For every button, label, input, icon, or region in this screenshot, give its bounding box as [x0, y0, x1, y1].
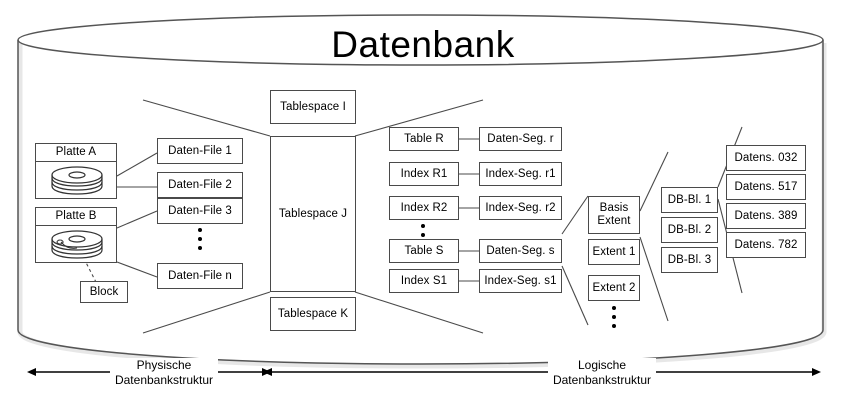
database-cylinder	[17, 14, 824, 365]
object-table-s[interactable]: Table S	[389, 239, 459, 263]
extent-1[interactable]: Extent 1	[588, 239, 640, 265]
segment-index-r2[interactable]: Index-Seg. r2	[479, 196, 562, 220]
tablespace-j[interactable]: Tablespace J	[270, 136, 356, 292]
tablespace-i[interactable]: Tablespace I	[270, 90, 356, 124]
record-032[interactable]: Datens. 032	[726, 145, 806, 171]
daten-file-1[interactable]: Daten-File 1	[157, 138, 243, 164]
extent-ellipsis	[612, 306, 616, 328]
db-block-2[interactable]: DB-Bl. 2	[661, 217, 718, 243]
record-782[interactable]: Datens. 782	[726, 232, 806, 258]
footer-label-physical: Physische Datenbankstruktur	[110, 358, 218, 388]
connector-group-extent-blocks	[639, 151, 669, 322]
daten-file-n[interactable]: Daten-File n	[157, 263, 243, 289]
segment-daten-s[interactable]: Daten-Seg. s	[479, 239, 562, 263]
disk-platte-b-label: Platte B	[36, 208, 116, 226]
tablespace-k[interactable]: Tablespace K	[270, 297, 356, 331]
footer-label-logical: Logische Datenbankstruktur	[548, 358, 656, 388]
disk-icon-b	[51, 230, 103, 259]
connector-group-tablespace-objects	[354, 99, 484, 334]
connector-group-object-segment	[459, 138, 479, 282]
db-block-3[interactable]: DB-Bl. 3	[661, 247, 718, 273]
daten-file-2[interactable]: Daten-File 2	[157, 172, 243, 198]
page-title: Datenbank	[331, 24, 515, 65]
daten-file-3[interactable]: Daten-File 3	[157, 198, 243, 224]
object-index-s1[interactable]: Index S1	[389, 269, 459, 293]
disk-platte-a[interactable]: Platte A	[35, 143, 117, 199]
segment-index-s1[interactable]: Index-Seg. s1	[479, 269, 562, 293]
object-index-r2[interactable]: Index R2	[389, 196, 459, 220]
record-517[interactable]: Datens. 517	[726, 174, 806, 200]
extent-2[interactable]: Extent 2	[588, 275, 640, 301]
object-table-r[interactable]: Table R	[389, 127, 459, 151]
extent-basis[interactable]: Basis Extent	[588, 196, 640, 234]
daten-file-ellipsis	[198, 228, 202, 250]
block-box[interactable]: Block	[80, 281, 128, 303]
disk-platte-a-label: Platte A	[36, 144, 116, 162]
object-index-r1[interactable]: Index R1	[389, 162, 459, 186]
db-block-1[interactable]: DB-Bl. 1	[661, 187, 718, 213]
connector-group-segment-extents	[561, 195, 589, 326]
connector-group-files-tablespace	[142, 99, 271, 334]
segment-daten-r[interactable]: Daten-Seg. r	[479, 127, 562, 151]
disk-platte-b[interactable]: Platte B	[35, 207, 117, 263]
segment-index-r1[interactable]: Index-Seg. r1	[479, 162, 562, 186]
record-389[interactable]: Datens. 389	[726, 203, 806, 229]
disk-icon-a	[51, 166, 103, 195]
connector-group-disk-files	[72, 152, 158, 289]
